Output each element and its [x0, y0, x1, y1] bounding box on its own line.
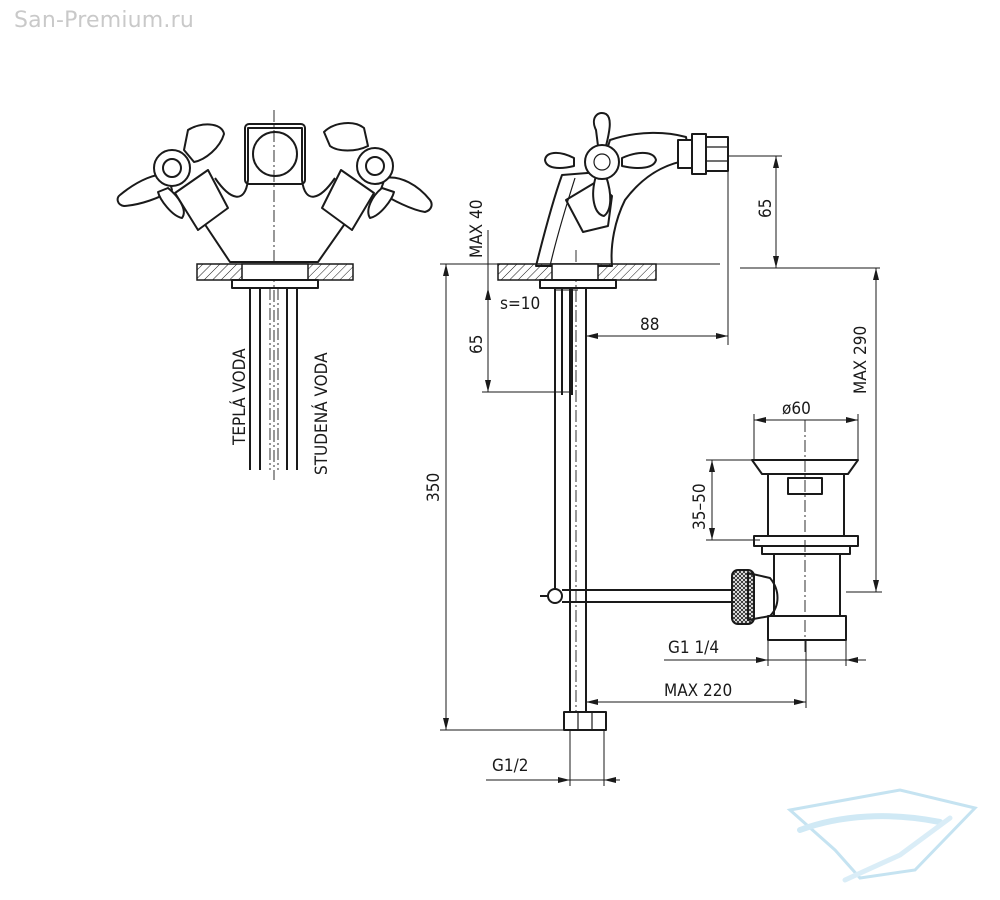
label-65-left: 65 — [467, 335, 487, 354]
right-handle-icon — [321, 122, 433, 231]
label-g1-1-4: G1 1/4 — [668, 638, 719, 658]
label-max-220: MAX 220 — [664, 681, 732, 701]
watermark-text: San-Premium.ru — [14, 8, 195, 33]
side-view — [497, 112, 735, 731]
label-cold-water: STUDENÁ VODA — [310, 352, 332, 475]
side-handle-icon — [544, 112, 657, 217]
label-65-right: 65 — [756, 199, 776, 218]
bathtub-wave-logo-icon — [786, 788, 978, 883]
dimension-lines — [440, 155, 882, 786]
label-35-50: 35–50 — [690, 483, 710, 530]
label-s-10: s=10 — [500, 294, 540, 314]
left-handle-icon — [116, 123, 229, 231]
label-350: 350 — [424, 473, 444, 502]
label-warm-water: TEPLÁ VODA — [228, 348, 250, 446]
drain-assembly — [731, 420, 859, 655]
label-max-40: MAX 40 — [467, 200, 487, 258]
label-88: 88 — [640, 315, 659, 335]
label-g1-2: G1/2 — [492, 756, 528, 776]
label-dia-60: ø60 — [782, 399, 811, 419]
front-view — [116, 110, 433, 480]
label-max-290: MAX 290 — [851, 326, 871, 394]
